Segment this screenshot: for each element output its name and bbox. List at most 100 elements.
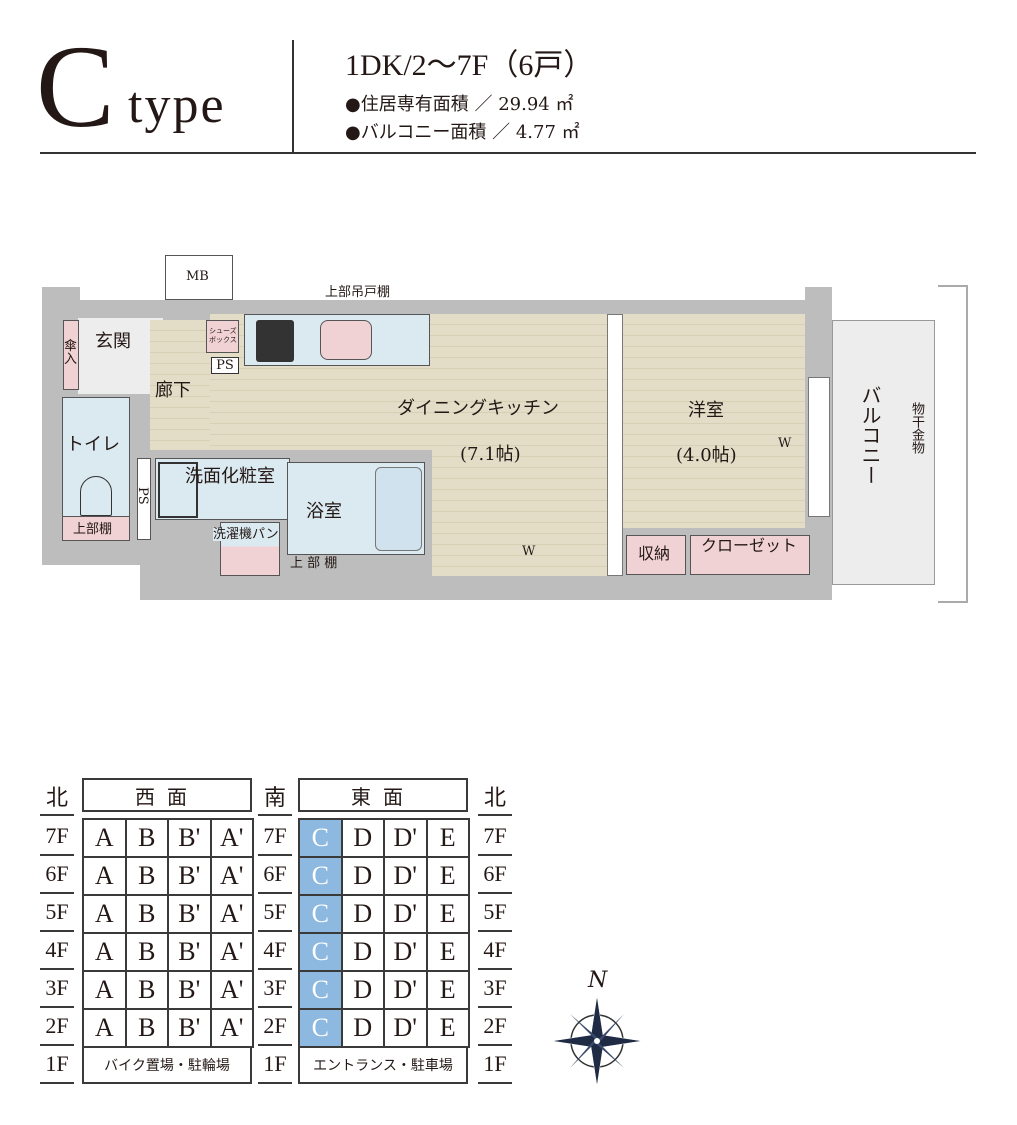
unit-cell: D [340, 970, 385, 1010]
type-letter: C [36, 21, 115, 152]
unit-cell: D [340, 856, 385, 896]
unit-cell: E [425, 856, 470, 896]
unit-cell: A' [209, 970, 254, 1010]
unit-cell: A [82, 818, 127, 858]
spec-label: ●バルコニー面積 [345, 122, 487, 143]
washroom-label: 洗面化粧室 [185, 466, 275, 487]
unit-cell: A [82, 894, 127, 934]
drying-hardware-label: 物干金物 [909, 402, 924, 454]
unit-cell: B' [167, 932, 212, 972]
storage: 収納 [626, 535, 686, 575]
unit-cell: B' [167, 818, 212, 858]
floor-plan: MB 上部吊戸棚 玄関 傘入 廊下 シューズボックス PS ダイニングキッチン … [42, 255, 968, 603]
unit-cell: B [124, 1008, 169, 1048]
entrance-label: 玄関 [95, 331, 131, 352]
pipe-space: PS [211, 357, 239, 374]
compass: N [552, 968, 642, 1088]
unit-cell: C [298, 1008, 343, 1048]
floor-label: 5F [478, 894, 512, 932]
unit-cell: A' [209, 932, 254, 972]
type-word: type [128, 77, 226, 134]
spec-sep: ／ [492, 122, 511, 143]
spec-value: 4.77 ㎡ [515, 122, 580, 143]
unit-cell: D' [383, 932, 428, 972]
unit-cell: D' [383, 1008, 428, 1048]
ground-east: エントランス・駐車場 [298, 1046, 468, 1084]
unit-cell: C [298, 818, 343, 858]
compass-north-label: N [588, 968, 608, 993]
wardrobe-mark: W [522, 544, 536, 559]
vanity-icon [158, 462, 198, 518]
floor-label: 2F [478, 1008, 512, 1046]
sliding-door[interactable] [607, 314, 623, 576]
east-header: 東面 [298, 778, 468, 812]
spec-value: 29.94 ㎡ [498, 94, 574, 115]
balcony [832, 320, 935, 585]
unit-cell: D' [383, 818, 428, 858]
unit-cell: D' [383, 894, 428, 934]
unit-cell: B [124, 818, 169, 858]
floor-label: 1F [258, 1046, 292, 1084]
south-label: 南 [258, 778, 292, 816]
unit-cell: D [340, 932, 385, 972]
sink-icon [320, 320, 372, 360]
entrance [78, 318, 163, 394]
toilet-label: トイレ [66, 434, 120, 455]
floor-label: 5F [258, 894, 292, 932]
unit-cell: C [298, 970, 343, 1010]
dining-kitchen-label: ダイニングキッチン [397, 398, 559, 419]
floor-label: 1F [40, 1046, 74, 1084]
upper-shelf-label: 上 部 棚 [290, 556, 338, 571]
upper-cabinet-label: 上部吊戸棚 [325, 285, 391, 300]
unit-cell: A [82, 932, 127, 972]
unit-cell: B [124, 932, 169, 972]
spec-label: ●住居専有面積 [345, 94, 469, 115]
floor-label: 7F [478, 818, 512, 856]
divider [40, 152, 976, 154]
unit-cell: A' [209, 894, 254, 934]
balcony-window [808, 377, 830, 517]
unit-cell: B [124, 970, 169, 1010]
floor-label: 6F [258, 856, 292, 894]
unit-cell: B [124, 894, 169, 934]
unit-cell: D [340, 1008, 385, 1048]
floor-label: 4F [40, 932, 74, 970]
compass-rose-icon [552, 996, 642, 1086]
unit-cell: B' [167, 970, 212, 1010]
unit-cell: A' [209, 818, 254, 858]
closet: クローゼット [690, 535, 810, 575]
unit-cell: C [298, 856, 343, 896]
divider [292, 40, 294, 152]
shoe-box: シューズボックス [206, 320, 239, 353]
unit-cell: B' [167, 894, 212, 934]
spec-floor-area: ●住居専有面積 ／ 29.94 ㎡ [345, 90, 573, 116]
floor-label: 3F [478, 970, 512, 1008]
unit-cell: B [124, 856, 169, 896]
western-room [623, 314, 805, 528]
unit-cell: A [82, 1008, 127, 1048]
bathtub-icon [375, 467, 422, 551]
unit-cell: D' [383, 856, 428, 896]
balcony-label: バルコニー [858, 385, 882, 485]
unit-cell: A' [209, 856, 254, 896]
floor-label: 1F [478, 1046, 512, 1084]
pipe-space-2: PS [135, 458, 151, 540]
floor-label: 6F [40, 856, 74, 894]
floor-label: 4F [478, 932, 512, 970]
unit-cell: B' [167, 856, 212, 896]
unit-cell: C [298, 932, 343, 972]
floor-label: 7F [258, 818, 292, 856]
unit-cell: E [425, 894, 470, 934]
floor-label: 6F [478, 856, 512, 894]
west-header: 西面 [82, 778, 252, 812]
western-room-size: (4.0帖) [676, 445, 737, 466]
unit-cell: D' [383, 970, 428, 1010]
floor-label: 7F [40, 818, 74, 856]
railing [938, 285, 968, 603]
toilet-bowl-icon [80, 476, 112, 516]
unit-cell: D [340, 894, 385, 934]
bathroom-label: 浴室 [306, 501, 342, 522]
meter-box [165, 255, 233, 300]
unit-cell: C [298, 894, 343, 934]
north-label: 北 [40, 778, 74, 816]
